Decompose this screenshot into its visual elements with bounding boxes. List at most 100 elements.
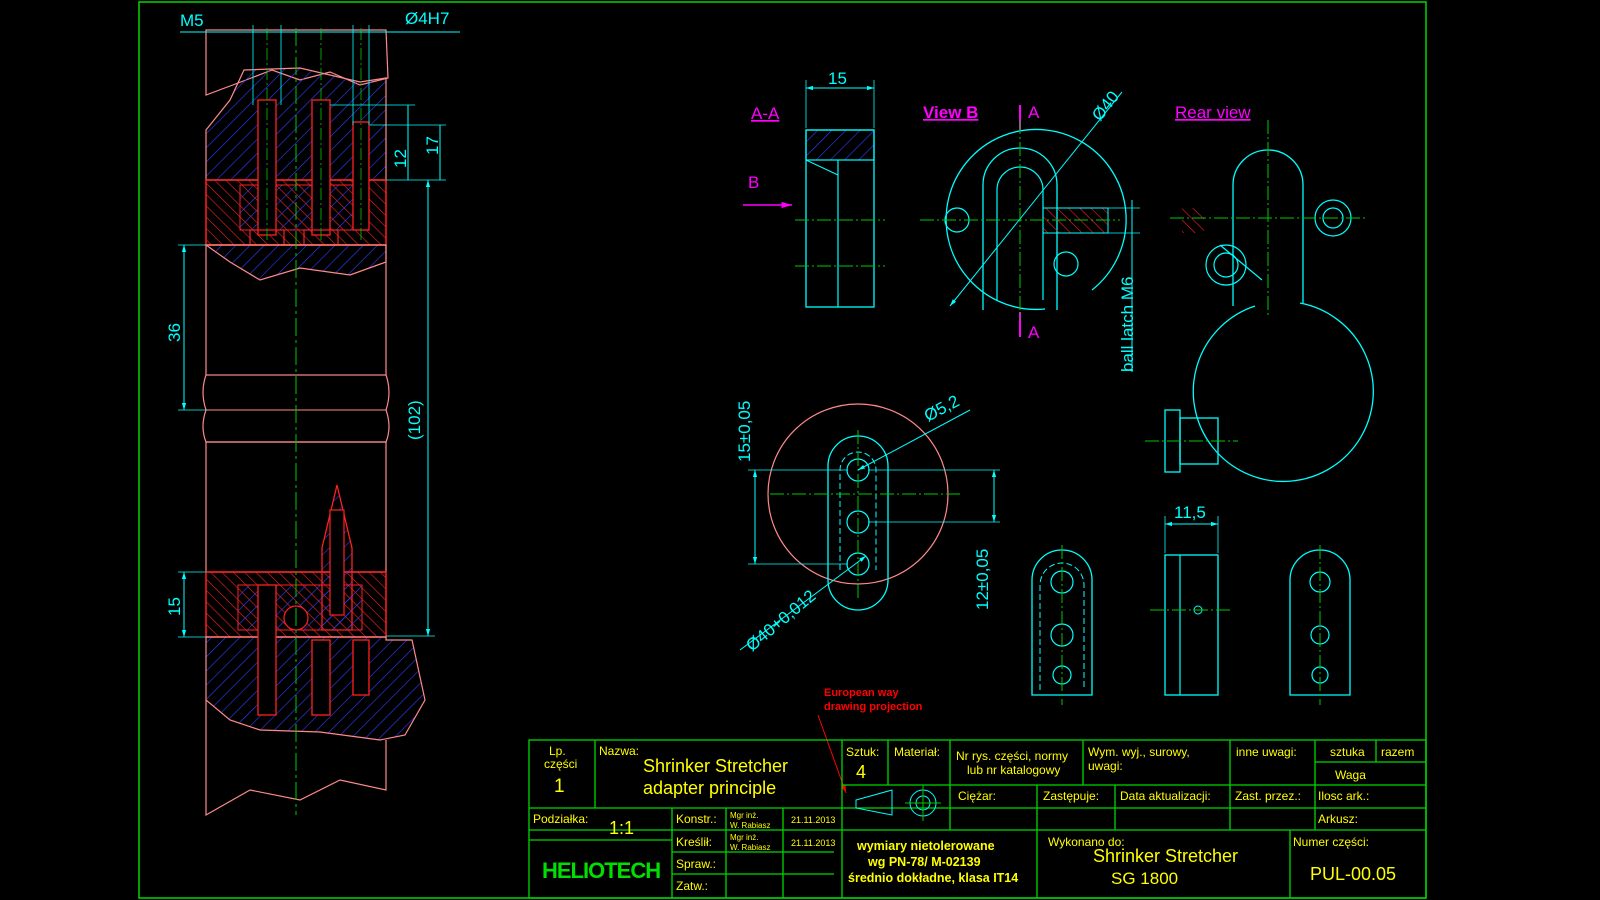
sztuk-value: 4 — [856, 762, 866, 782]
material-label: Materiał: — [894, 745, 940, 759]
nazwa-line-2: adapter principle — [643, 778, 776, 798]
wym-1: Wym. wyj., surowy, — [1088, 745, 1190, 759]
section-aa-view: A-A 15 B — [743, 69, 885, 308]
rear-arm — [1219, 244, 1263, 281]
konstr-title: Mgr inż. — [730, 811, 758, 820]
link-plate-front — [1031, 545, 1093, 705]
nr-rys-2: lub nr katalogowy — [967, 763, 1060, 777]
lp-label-1: Lp. — [549, 744, 566, 758]
kreslil-name: W. Rabiasz — [730, 843, 770, 852]
kreslil-label: Kreślił: — [676, 835, 712, 849]
dim-15-left: 15 — [165, 597, 184, 616]
wykonano-label: Wykonano do: — [1048, 835, 1125, 849]
wymiary-line-1: wymiary nietolerowane — [856, 839, 995, 853]
lp-value: 1 — [554, 776, 565, 797]
title-block-text: Lp. części 1 Nazwa: Shrinker Stretcher a… — [533, 744, 1414, 893]
dim-102: (102) — [405, 400, 424, 440]
podzialka-value: 1:1 — [609, 818, 634, 838]
dim-d40tol-line — [739, 555, 867, 651]
view-b: View B A A Ø40 ball latch M6 — [920, 87, 1140, 372]
rear-bore — [1182, 208, 1204, 233]
date-kreslil: 21.11.2013 — [791, 838, 835, 848]
rear-view: Rear view — [1170, 103, 1374, 483]
label-aa: A-A — [751, 104, 780, 123]
waga-label: Waga — [1335, 768, 1366, 782]
wykonano-line-2: SG 1800 — [1111, 869, 1178, 888]
note-leader — [817, 714, 847, 794]
dim-36: 36 — [165, 323, 184, 342]
ilosc-ark-label: Ilosc ark.: — [1318, 789, 1369, 803]
link-plate-rear — [1289, 545, 1351, 705]
aa-hatched-top — [805, 129, 875, 161]
nazwa-line-1: Shrinker Stretcher — [643, 756, 788, 776]
razem-label: razem — [1381, 745, 1414, 759]
wymiary-line-2: wg PN-78/ M-02139 — [867, 855, 981, 869]
dim-d52-line — [857, 409, 971, 471]
assembly-section-view: M5 Ø4H7 12 17 (102) 36 15 — [165, 9, 460, 817]
rear-hole-left — [1205, 244, 1247, 286]
nazwa-label: Nazwa: — [599, 744, 639, 758]
sztuk-label: Sztuk: — [846, 745, 879, 759]
bolt-4 — [311, 639, 331, 716]
dim-115: 11,5 — [1174, 503, 1206, 522]
dim-d40-line — [949, 91, 1123, 307]
konstr-label: Konstr.: — [676, 812, 717, 826]
dim-17: 17 — [423, 136, 442, 155]
podzialka-label: Podziałka: — [533, 812, 588, 826]
dim-15tol: 15±0,05 — [735, 401, 754, 462]
heliotech-logo: HELIOTECH — [542, 858, 660, 883]
date-konstr: 21.11.2013 — [791, 815, 835, 825]
dim-ball-latch: ball latch M6 — [1118, 277, 1137, 372]
ball-latch-body — [329, 509, 345, 616]
link-side-outline — [1164, 554, 1219, 696]
view-b-hole-bottom — [1053, 251, 1079, 277]
note-line-2: drawing projection — [824, 701, 923, 713]
data-akt-label: Data aktualizacji: — [1120, 789, 1211, 803]
bolt-3 — [257, 584, 277, 716]
note-line-1: European way — [824, 687, 899, 699]
pin-2 — [352, 639, 370, 696]
zast-przez-label: Zast. przez.: — [1235, 789, 1301, 803]
link-rear-outline — [1289, 549, 1351, 696]
konstr-name: W. Rabiasz — [730, 821, 770, 830]
arkusz-label: Arkusz: — [1318, 812, 1358, 826]
lp-label-2: części — [544, 757, 577, 771]
zastepuje-label: Zastępuje: — [1043, 789, 1099, 803]
kreslil-title: Mgr inż. — [730, 833, 758, 842]
link-front-outline — [1031, 549, 1093, 696]
zatw-label: Zatw.: — [676, 879, 708, 893]
label-rear-view: Rear view — [1175, 103, 1251, 122]
dim-m5: M5 — [180, 11, 204, 30]
wym-2: uwagi: — [1088, 759, 1123, 773]
plate-slot — [827, 435, 889, 611]
link-plate-side: 11,5 — [1150, 503, 1230, 696]
dim-d52: Ø5,2 — [921, 391, 962, 425]
ciezar-label: Ciężar: — [958, 789, 996, 803]
aa-step — [805, 159, 839, 176]
plate-detail-view: Ø5,2 15±0,05 12±0,05 Ø40+0,012 — [735, 391, 1000, 655]
rear-disk — [1192, 302, 1374, 483]
dim-15-top: 15 — [828, 69, 847, 88]
wykonano-line-1: Shrinker Stretcher — [1093, 846, 1238, 866]
label-a-top: A — [1028, 103, 1040, 122]
dim-d40tol: Ø40+0,012 — [742, 586, 819, 655]
label-view-b: View B — [923, 103, 978, 122]
sztuka-label: sztuka — [1330, 745, 1365, 759]
wymiary-line-3: średnio dokładne, klasa IT14 — [848, 871, 1018, 885]
numer-value: PUL-00.05 — [1310, 864, 1396, 884]
view-b-disk — [945, 128, 1127, 311]
bottom-block-outline — [205, 700, 387, 817]
dim-d4h7: Ø4H7 — [405, 9, 449, 28]
title-block — [528, 739, 1427, 899]
nr-rys-1: Nr rys. części, normy — [956, 749, 1068, 763]
projection-symbol — [855, 785, 941, 821]
inne-uwagi: inne uwagi: — [1236, 745, 1297, 759]
projection-note: European way drawing projection — [817, 687, 923, 794]
numer-label: Numer części: — [1293, 835, 1369, 849]
label-a-bottom: A — [1028, 323, 1040, 342]
bushing-view — [1145, 409, 1238, 473]
spraw-label: Spraw.: — [676, 857, 716, 871]
link-front-inner — [1039, 562, 1085, 690]
dim-d40: Ø40 — [1088, 87, 1123, 124]
